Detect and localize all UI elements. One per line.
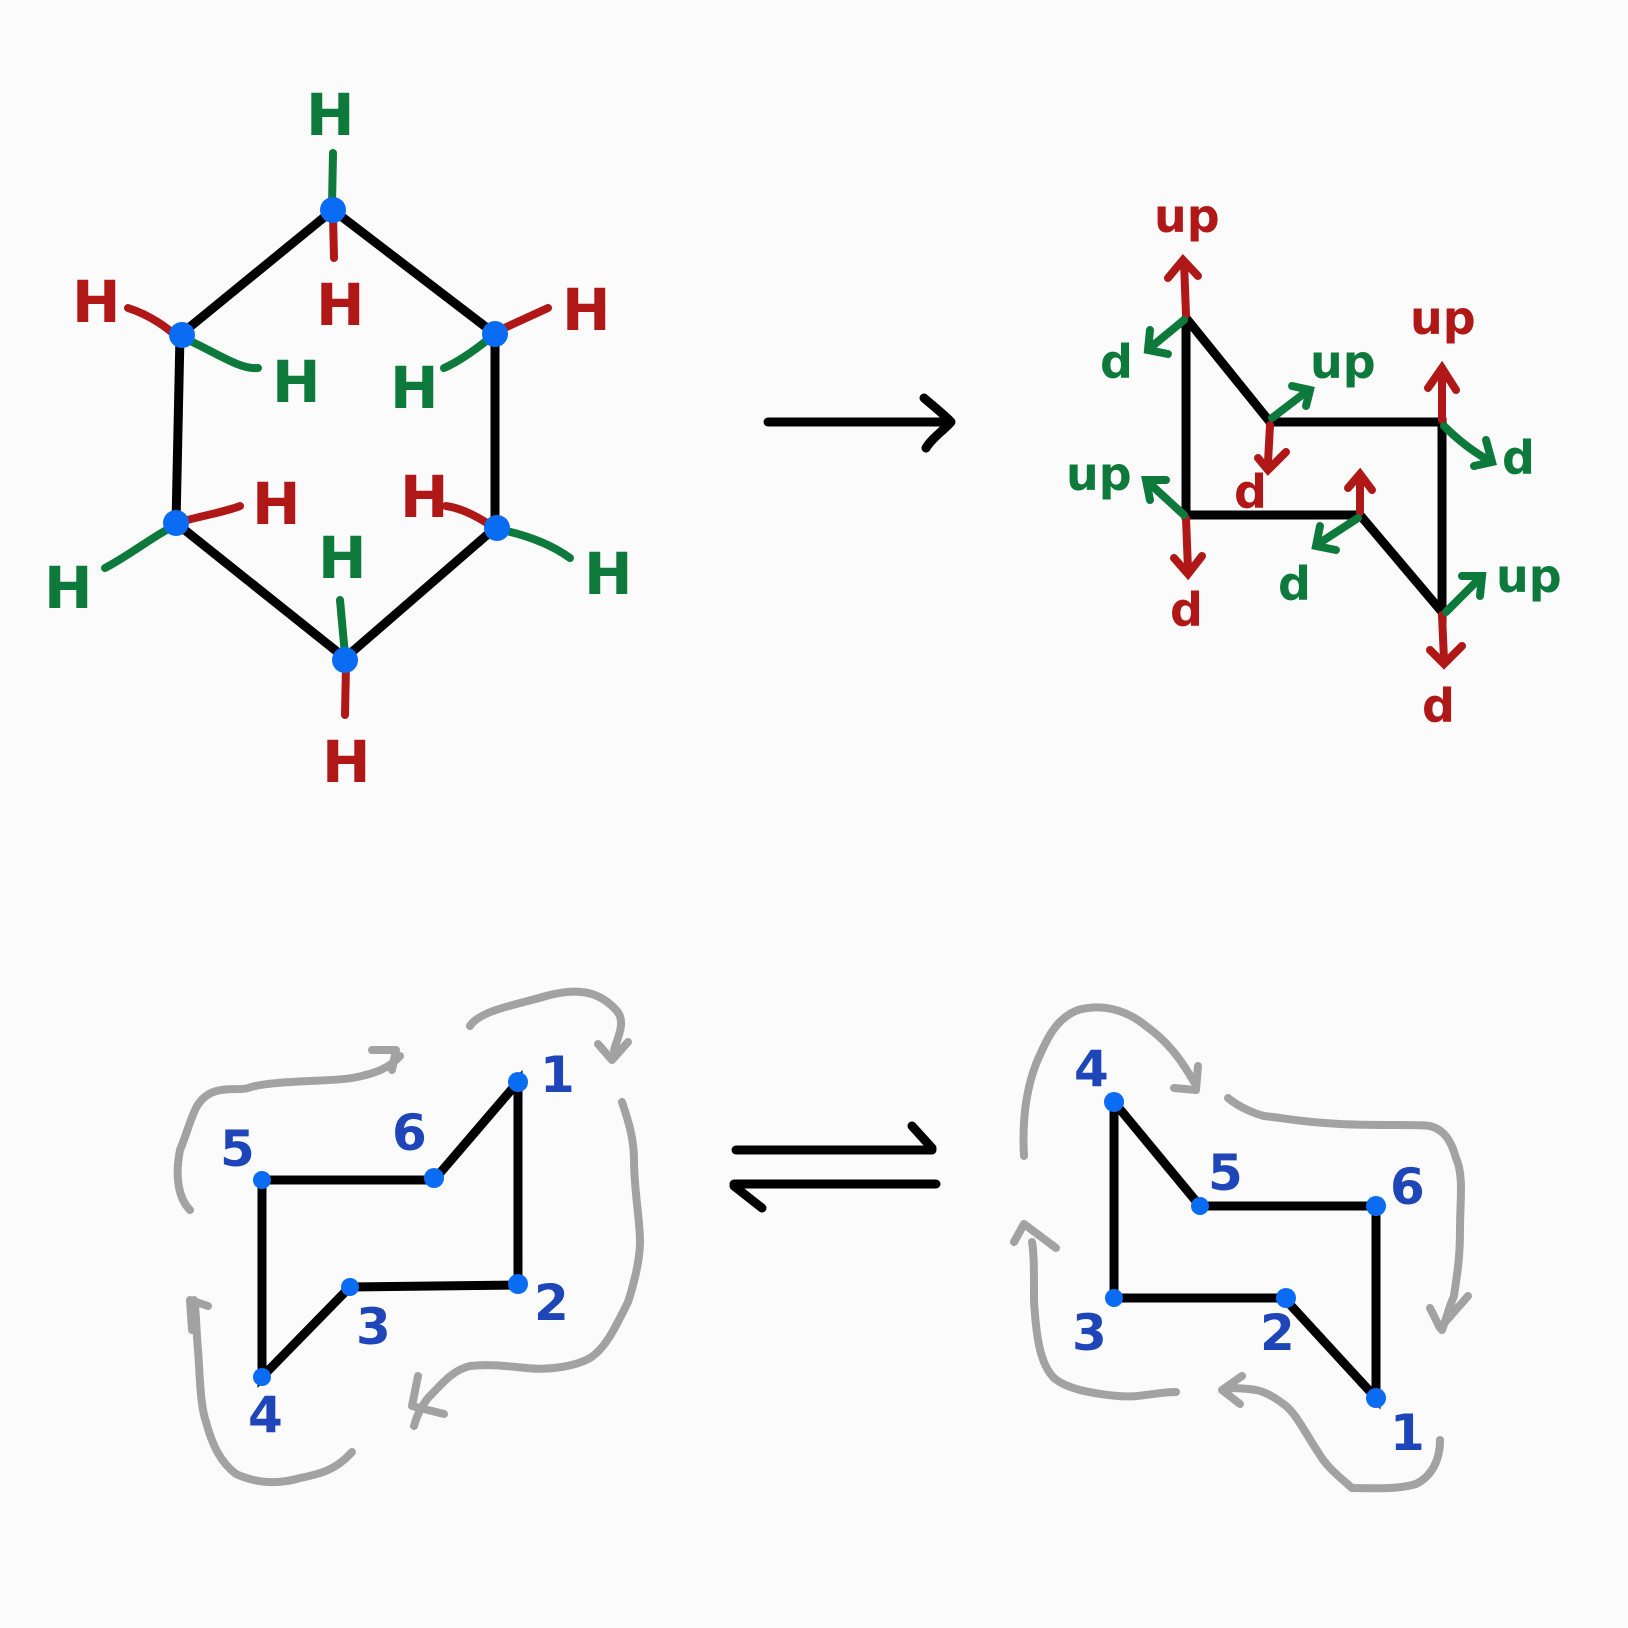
bond-c5-h-left [442, 502, 494, 529]
bond-c5-h-right [498, 526, 574, 562]
bond-c1-h-top [328, 149, 337, 209]
chair-axial-equatorial: up up d up up d d d up d d [1066, 189, 1562, 733]
equatorial-down-arrow [1143, 316, 1188, 358]
ring-flip-arrow [1019, 1003, 1202, 1160]
atom-number-6: 6 [1390, 1158, 1425, 1216]
chair-right-numbered: 1 2 3 4 5 6 [1010, 1003, 1472, 1493]
h-label: H [584, 540, 633, 608]
axial-down-arrow [1426, 611, 1466, 670]
atom-number-3: 3 [356, 1298, 391, 1356]
down-label: d [1234, 465, 1267, 519]
atom-number-6: 6 [392, 1104, 427, 1162]
carbon-atom [1104, 1092, 1124, 1112]
h-label: H [318, 524, 367, 592]
h-label: H [44, 554, 93, 622]
carbon-atom [341, 1278, 359, 1296]
bond-c3-h-right [496, 304, 552, 334]
bond-c3-h-left [440, 334, 494, 372]
equatorial-up-arrow [1141, 476, 1188, 519]
atom-number-2: 2 [534, 1274, 569, 1332]
h-label: H [272, 348, 321, 416]
atom-number-2: 2 [1260, 1304, 1295, 1362]
axial-up-arrow [1344, 467, 1376, 516]
atom-number-4: 4 [1074, 1040, 1109, 1098]
carbon-atom [163, 510, 189, 536]
atom-number-4: 4 [248, 1386, 283, 1444]
h-label: H [252, 470, 301, 538]
ring-flip-arrow [1224, 1094, 1472, 1334]
bond-c6-h-down [341, 661, 350, 719]
up-label: up [1154, 189, 1220, 243]
carbon-atom [424, 1168, 444, 1188]
up-label: up [1066, 447, 1132, 501]
carbon-atom [482, 321, 508, 347]
equatorial-up-arrow [1442, 572, 1487, 616]
equatorial-down-arrow [1311, 514, 1362, 554]
h-label: H [390, 354, 439, 422]
down-label: d [1278, 557, 1311, 611]
bond-c2-h-right [182, 335, 262, 373]
reaction-arrow-right [763, 393, 956, 453]
up-label: up [1496, 549, 1562, 603]
down-label: d [1170, 583, 1203, 637]
axial-up-arrow [1164, 253, 1202, 319]
carbon-atom [1105, 1289, 1123, 1307]
atom-number-5: 5 [1208, 1144, 1243, 1202]
carbon-atom [320, 197, 346, 223]
carbon-atom [1191, 1197, 1209, 1215]
carbon-atom [169, 322, 195, 348]
ring-flip-arrow [1010, 1220, 1180, 1401]
equatorial-down-arrow [1440, 422, 1497, 470]
bond-c4-h-right [176, 502, 244, 526]
carbon-atom [1366, 1388, 1386, 1408]
carbon-atom [253, 1171, 271, 1189]
atom-number-3: 3 [1072, 1304, 1107, 1362]
axial-up-arrow [1424, 360, 1460, 424]
h-label: H [322, 728, 371, 796]
bond-c4-h-left [101, 524, 174, 572]
atom-number-1: 1 [1390, 1404, 1425, 1462]
atom-number-5: 5 [220, 1120, 255, 1178]
equilibrium-arrows [729, 1121, 941, 1213]
ring-flip-arrow [1218, 1372, 1444, 1493]
h-label: H [72, 268, 121, 336]
hexagon-structure: H H H H H H H H H H H H [44, 81, 633, 796]
ring-flip-arrow [186, 1296, 356, 1487]
down-label: d [1422, 679, 1455, 733]
carbon-atom [253, 1368, 271, 1386]
down-label: d [1502, 431, 1535, 485]
ring-flip-arrow [408, 1098, 644, 1430]
carbon-atom [1276, 1288, 1296, 1308]
down-label: d [1100, 335, 1133, 389]
ring-flip-arrow [466, 987, 632, 1064]
carbon-atom [332, 647, 358, 673]
axial-down-arrow [1254, 421, 1290, 476]
carbon-atom [508, 1274, 528, 1294]
h-label: H [562, 276, 611, 344]
up-label: up [1310, 335, 1376, 389]
axial-down-arrow [1170, 514, 1206, 581]
h-label: H [316, 271, 365, 339]
carbon-atom [484, 515, 510, 541]
ring-flip-arrow [173, 1046, 404, 1214]
up-label: up [1410, 291, 1476, 345]
h-label: H [306, 81, 355, 149]
carbon-atom [1366, 1196, 1386, 1216]
carbon-atom [508, 1072, 528, 1092]
chair-ring [1109, 1097, 1381, 1410]
bond-c6-h-up [336, 596, 349, 659]
h-label: H [400, 463, 449, 531]
equatorial-up-arrow [1268, 382, 1315, 422]
chair-left-numbered: 1 2 3 4 5 6 [173, 987, 644, 1487]
atom-number-1: 1 [540, 1046, 575, 1104]
